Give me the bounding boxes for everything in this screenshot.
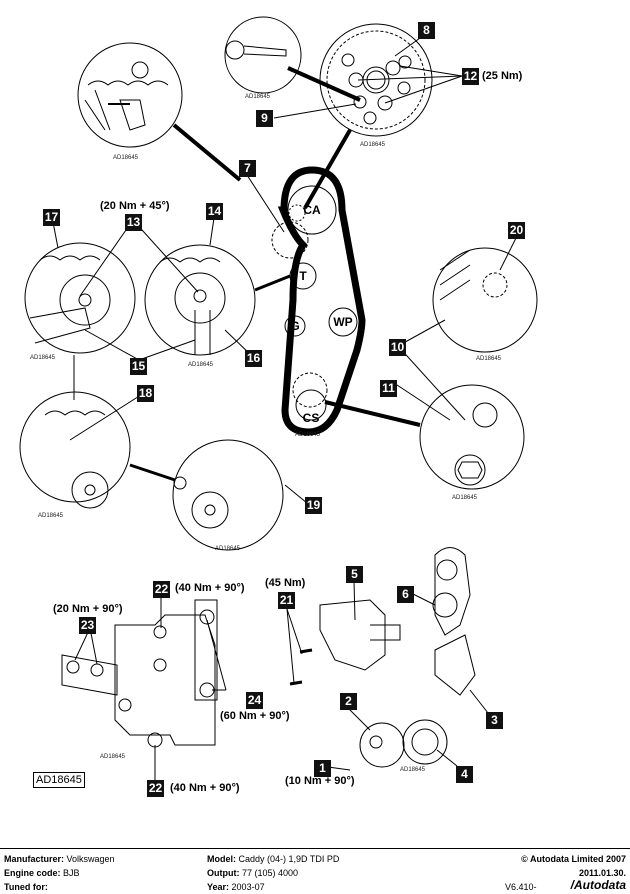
image-ref: AD18645 (38, 513, 64, 519)
callout-22-top: 22 (153, 581, 170, 598)
callout-4: 4 (456, 766, 473, 783)
image-ref: AD18645 (452, 495, 478, 501)
tuned-label: Tuned for: (4, 882, 48, 892)
image-ref: AD18645 (476, 356, 502, 362)
version: V6.410- (505, 882, 537, 892)
torque-22-top: (40 Nm + 90°) (175, 582, 245, 594)
image-ref: AD18645 (215, 546, 241, 552)
detail-crank-lock-upper (432, 247, 538, 353)
injection-pump-bracket (289, 599, 401, 686)
callout-13: 13 (125, 214, 142, 231)
year-label: Year: (207, 882, 230, 892)
callout-19: 19 (305, 497, 322, 514)
lower-timing-cover (434, 634, 476, 696)
callout-22-bottom: 22 (147, 780, 164, 797)
model-value: Caddy (04-) 1,9D TDI PD (238, 854, 340, 864)
callout-7: 7 (239, 160, 256, 177)
torque-23: (20 Nm + 90°) (53, 603, 123, 615)
crankshaft-pulley (359, 722, 405, 768)
print-date: 2011.01.30. (578, 868, 626, 878)
manufacturer-label: Manufacturer: (4, 854, 65, 864)
callout-2: 2 (340, 693, 357, 710)
image-ref: AD18645 (400, 767, 426, 773)
callout-9: 9 (256, 110, 273, 127)
image-ref: AD18645 (360, 142, 386, 148)
autodata-logo: /Autodata (570, 878, 626, 892)
detail-tensioner-lower-left (19, 391, 131, 509)
torque-1: (10 Nm + 90°) (285, 775, 355, 787)
upper-timing-cover (432, 547, 471, 636)
callout-1: 1 (314, 760, 331, 777)
output-label: Output: (207, 868, 240, 878)
info-footer: Manufacturer: Volkswagen Engine code: BJ… (0, 848, 630, 892)
callout-12: 12 (462, 68, 479, 85)
camshaft-sprocket (319, 23, 433, 137)
callout-18: 18 (137, 385, 154, 402)
callout-5: 5 (346, 566, 363, 583)
engine-label: Engine code: (4, 868, 61, 878)
model-label: Model: (207, 854, 236, 864)
image-ref: AD18645 (188, 362, 214, 368)
image-ref: AD18645 (100, 754, 126, 760)
pulley-guide: G (290, 319, 299, 333)
detail-tensioner-lower-right (172, 439, 284, 551)
image-ref: AD18645 (245, 94, 271, 100)
year-value: 2003-07 (231, 882, 265, 892)
reference-code-box: AD18645 (33, 772, 85, 788)
callout-6: 6 (397, 586, 414, 603)
detail-tensioner-left (24, 242, 136, 354)
torque-22-bottom: (40 Nm + 90°) (170, 782, 240, 794)
copyright: © Autodata Limited 2007 (521, 854, 626, 864)
callout-15: 15 (130, 358, 147, 375)
image-ref: AD18645 (30, 355, 56, 361)
torque-24: (60 Nm + 90°) (220, 710, 290, 722)
callout-20: 20 (508, 222, 525, 239)
manufacturer-value: Volkswagen (66, 854, 115, 864)
image-ref: AD18645 (295, 432, 321, 438)
pulley-water-pump: WP (333, 315, 352, 329)
torque-13: (20 Nm + 45°) (100, 200, 170, 212)
callout-10: 10 (389, 339, 406, 356)
callout-21: 21 (278, 592, 295, 609)
callout-17: 17 (43, 209, 60, 226)
pulley-camshaft: CA (303, 203, 321, 217)
detail-locking-pin (224, 16, 302, 94)
engine-value: BJB (63, 868, 80, 878)
torque-12: (25 Nm) (482, 70, 523, 82)
callout-24: 24 (246, 692, 263, 709)
callout-11: 11 (380, 380, 397, 397)
detail-camshaft-lock (77, 42, 183, 148)
image-ref: AD18645 (113, 155, 139, 161)
callout-14: 14 (206, 203, 223, 220)
timing-belt (277, 166, 366, 436)
torque-21: (45 Nm) (265, 577, 306, 589)
pulley-tensioner: T (299, 269, 307, 283)
detail-crank-sprocket (419, 384, 525, 490)
detail-tensioner-right (144, 244, 256, 356)
timing-belt-diagram: CA T G WP CS (19, 16, 538, 780)
pulley-crankshaft: CS (303, 411, 320, 425)
output-value: 77 (105) 4000 (242, 868, 299, 878)
crankshaft-cover-plate (402, 719, 448, 765)
callout-3: 3 (486, 712, 503, 729)
callout-16: 16 (245, 350, 262, 367)
callout-23: 23 (79, 617, 96, 634)
callout-8: 8 (418, 22, 435, 39)
